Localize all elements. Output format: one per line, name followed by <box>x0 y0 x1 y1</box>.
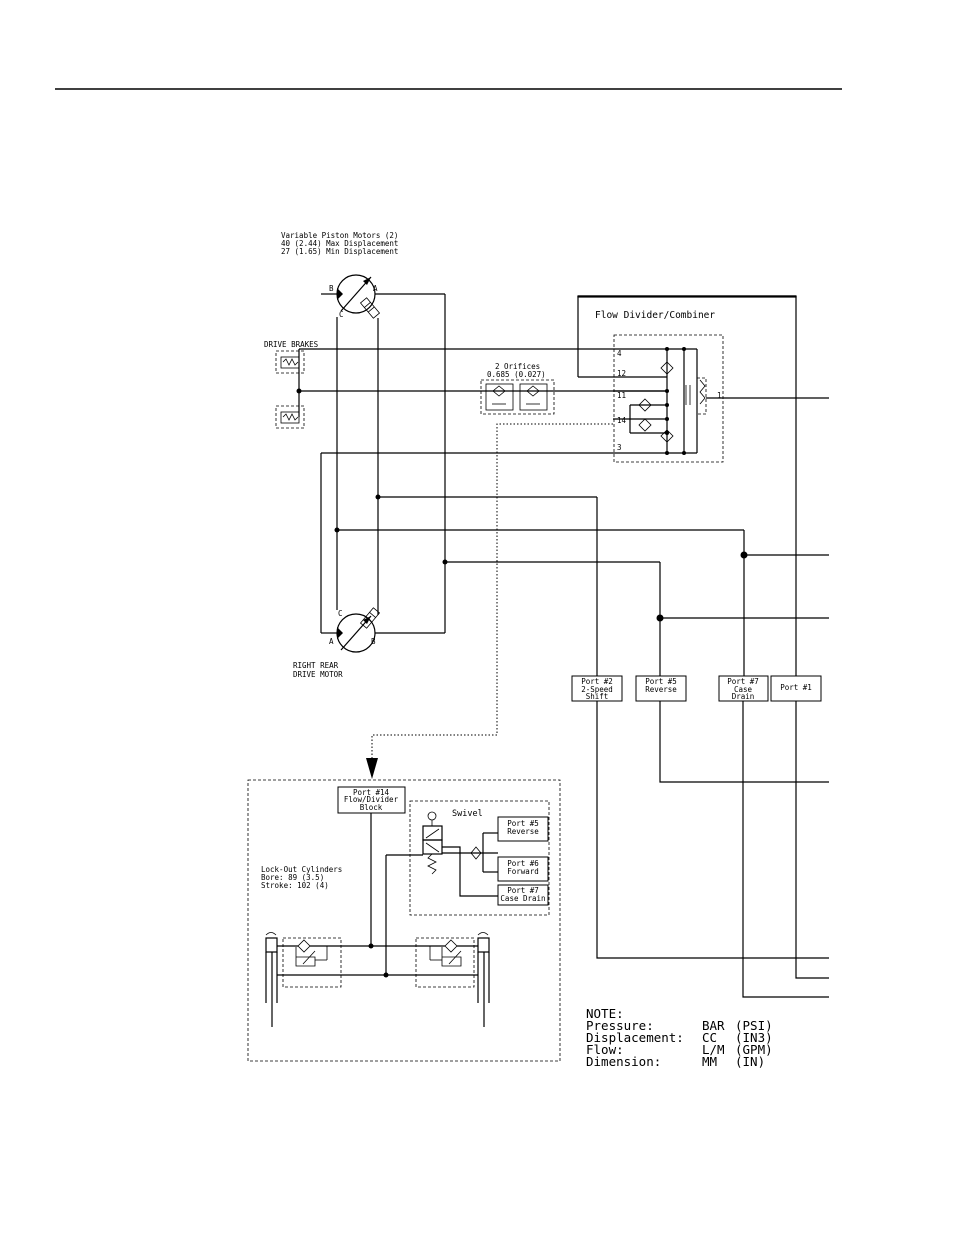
note-pressure-label: Pressure: <box>586 1018 654 1033</box>
port-5-box: Port #5 Reverse <box>635 675 687 702</box>
block-port-4: 4 <box>617 349 622 358</box>
note-dimension-alt: (IN) <box>735 1054 765 1069</box>
lockout-section-border <box>247 779 561 1062</box>
swivel-port-6-box: Port #6 Forward <box>497 856 549 882</box>
note-flow-label: Flow: <box>586 1042 624 1057</box>
lockout-label-2: Bore: 89 (3.5) <box>261 873 324 882</box>
swivel-port-5-box: Port #5 Reverse <box>497 816 549 842</box>
block-port-12: 12 <box>617 369 626 378</box>
svg-text:Port #5: Port #5 <box>507 819 539 828</box>
flow-divider-combiner: Flow Divider/Combiner 4 12 11 14 3 1 <box>577 295 829 676</box>
motors-label-2: 40 (2.44) Max Displacement <box>281 239 398 248</box>
svg-text:Flow/Divider: Flow/Divider <box>344 795 399 804</box>
right-rear-label-1: RIGHT REAR <box>293 661 339 670</box>
svg-text:2-Speed: 2-Speed <box>581 685 613 694</box>
block-port-14: 14 <box>617 416 627 425</box>
note-displacement-unit: CC <box>702 1030 717 1045</box>
right-rear-label-2: DRIVE MOTOR <box>293 670 343 679</box>
left-lockout-cylinder <box>265 932 278 1027</box>
top-motor-port-c: C <box>339 310 344 319</box>
pilot-line-port14 <box>371 423 613 760</box>
top-motor-port-a: A <box>373 284 378 293</box>
bottom-motor-port-c: C <box>338 609 343 618</box>
note-dimension-label: Dimension: <box>586 1054 661 1069</box>
block-port-11: 11 <box>617 391 626 400</box>
top-motor-port-b: B <box>329 284 334 293</box>
orifices-label-2: 0.685 (0.027) <box>487 370 546 379</box>
top-drive-motor: B A C <box>329 274 381 319</box>
port-1-box: Port #1 <box>770 675 822 702</box>
pilot-arrow <box>366 758 378 779</box>
motors-label-1: Variable Piston Motors (2) <box>281 231 398 240</box>
port-2-box: Port #2 2-Speed Shift <box>571 675 623 702</box>
svg-text:Shift: Shift <box>586 692 609 701</box>
swivel: Swivel <box>385 800 550 975</box>
drive-brakes-label: DRIVE BRAKES <box>264 340 319 349</box>
lockout-label-3: Stroke: 102 (4) <box>261 881 329 890</box>
block-port-3: 3 <box>617 443 622 452</box>
orifices-label-1: 2 Orifices <box>495 362 540 371</box>
note-title: NOTE: <box>586 1006 624 1021</box>
svg-text:Port #5: Port #5 <box>645 677 677 686</box>
lower-return-lines <box>596 701 829 998</box>
port-7-box: Port #7 Case Drain <box>718 675 769 702</box>
drive-brakes: DRIVE BRAKES <box>264 340 667 429</box>
motors-label-3: 27 (1.65) Min Displacement <box>281 247 398 256</box>
svg-text:Drain: Drain <box>732 692 755 701</box>
svg-text:Block: Block <box>360 803 383 812</box>
right-lockout-cylinder <box>477 932 490 1027</box>
note-displacement-label: Displacement: <box>586 1030 684 1045</box>
right-rear-drive-motor: C A B <box>329 607 381 653</box>
svg-text:Forward: Forward <box>507 867 539 876</box>
swivel-port-7-box: Port #7 Case Drain <box>497 884 549 906</box>
note-displacement-alt: (IN3) <box>735 1030 773 1045</box>
svg-text:Port #6: Port #6 <box>507 859 539 868</box>
lockout-label-1: Lock-Out Cylinders <box>261 865 342 874</box>
bottom-motor-port-a: A <box>329 637 334 646</box>
bottom-motor-port-b: B <box>371 637 376 646</box>
orifices: 2 Orifices 0.685 (0.027) <box>480 362 555 415</box>
right-lockout-valve <box>371 937 478 988</box>
note-dimension-unit: MM <box>702 1054 717 1069</box>
svg-text:Case: Case <box>734 685 753 694</box>
note-pressure-alt: (PSI) <box>735 1018 773 1033</box>
port-14-box: Port #14 Flow/Divider Block <box>337 786 406 814</box>
svg-text:Port #7: Port #7 <box>507 886 539 895</box>
flow-divider-label: Flow Divider/Combiner <box>595 310 715 321</box>
note-flow-alt: (GPM) <box>735 1042 773 1057</box>
block-port-1: 1 <box>717 391 722 400</box>
svg-text:Port #2: Port #2 <box>581 677 613 686</box>
motor-plumbing <box>320 293 829 676</box>
svg-text:Reverse: Reverse <box>507 827 539 836</box>
svg-text:Reverse: Reverse <box>645 685 677 694</box>
svg-text:Port #7: Port #7 <box>727 677 759 686</box>
note-pressure-unit: BAR <box>702 1018 725 1033</box>
svg-text:Port #14: Port #14 <box>353 788 390 797</box>
svg-text:Port #1: Port #1 <box>780 683 812 692</box>
left-lockout-valve <box>277 937 478 988</box>
svg-text:Case Drain: Case Drain <box>500 894 545 903</box>
note-block: NOTE: Pressure: BAR (PSI) Displacement: … <box>586 1006 773 1069</box>
note-flow-unit: L/M <box>702 1042 725 1057</box>
swivel-label: Swivel <box>452 809 483 819</box>
